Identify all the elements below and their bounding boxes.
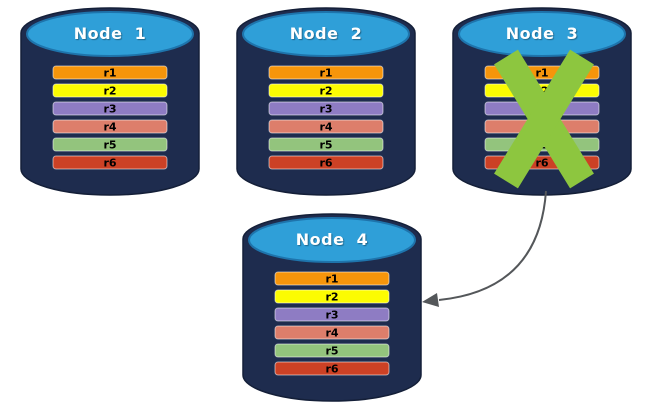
replica-bar-r1	[268, 65, 384, 80]
replica-bar-r3	[268, 101, 384, 116]
replica-bar-r6	[52, 155, 168, 170]
node-title: Node 4	[295, 230, 369, 249]
replica-rows: r1 r2 r3 r4 r5 r6	[274, 271, 390, 376]
database-cylinder: r1 r2 r3 r4 r5 r6	[236, 7, 416, 196]
replica-bar-r4	[52, 119, 168, 134]
db-node-4: r1 r2 r3 r4 r5 r6 Node 4	[240, 210, 424, 402]
replica-bar-r3	[274, 307, 390, 322]
replica-bar-r1	[274, 271, 390, 286]
replica-bar-r5	[52, 137, 168, 152]
replica-label-r6: r6	[535, 157, 548, 170]
replica-rows: r1 r2 r3 r4 r5 r6	[52, 65, 168, 170]
replica-label-r6: r6	[319, 157, 332, 170]
replica-bar-r2	[268, 83, 384, 98]
replica-label-r5: r5	[325, 345, 338, 358]
replica-label-r6: r6	[103, 157, 116, 170]
failure-x-icon	[494, 49, 594, 189]
replica-label-r4: r4	[325, 327, 338, 340]
replica-bar-r4	[274, 325, 390, 340]
arrow-head	[422, 293, 439, 307]
replica-label-r1: r1	[103, 67, 116, 80]
replica-label-r1: r1	[535, 67, 548, 80]
node-title: Node 3	[505, 24, 579, 43]
replica-label-r4: r4	[103, 121, 116, 134]
replica-label-r4: r4	[319, 121, 332, 134]
database-cylinder: r1 r2 r3 r4 r5 r6	[242, 213, 422, 402]
replica-bar-r6	[268, 155, 384, 170]
replica-label-r1: r1	[319, 67, 332, 80]
replica-bar-r1	[52, 65, 168, 80]
replica-label-r2: r2	[325, 291, 338, 304]
cylinder-top	[458, 11, 626, 57]
node-title: Node 2	[289, 24, 363, 43]
replica-bar-r4	[268, 119, 384, 134]
replica-label-r3: r3	[103, 103, 116, 116]
arrow-curve	[438, 190, 547, 301]
replica-bar-r5	[274, 343, 390, 358]
replica-bar-r6	[274, 361, 390, 376]
replica-rows: r1 r2 r3 r4 r5 r6	[268, 65, 384, 170]
replica-label-r3: r3	[325, 309, 338, 322]
cylinder-top	[248, 217, 416, 263]
replica-bar-r3	[52, 101, 168, 116]
replica-label-r5: r5	[319, 139, 332, 152]
node-title: Node 1	[73, 24, 147, 43]
x-stroke-2	[494, 49, 594, 189]
cylinder-top	[26, 11, 194, 57]
replica-bar-r2	[274, 289, 390, 304]
cylinder-top	[242, 11, 410, 57]
db-node-1: r1 r2 r3 r4 r5 r6 Node 1	[18, 4, 202, 196]
replica-label-r5: r5	[103, 139, 116, 152]
replica-label-r2: r2	[319, 85, 332, 98]
replica-bar-r5	[268, 137, 384, 152]
replica-label-r3: r3	[319, 103, 332, 116]
replica-label-r2: r2	[103, 85, 116, 98]
database-cylinder: r1 r2 r3 r4 r5 r6	[20, 7, 200, 196]
replica-label-r1: r1	[325, 273, 338, 286]
replica-label-r6: r6	[325, 363, 338, 376]
db-node-2: r1 r2 r3 r4 r5 r6 Node 2	[234, 4, 418, 196]
replica-bar-r2	[52, 83, 168, 98]
